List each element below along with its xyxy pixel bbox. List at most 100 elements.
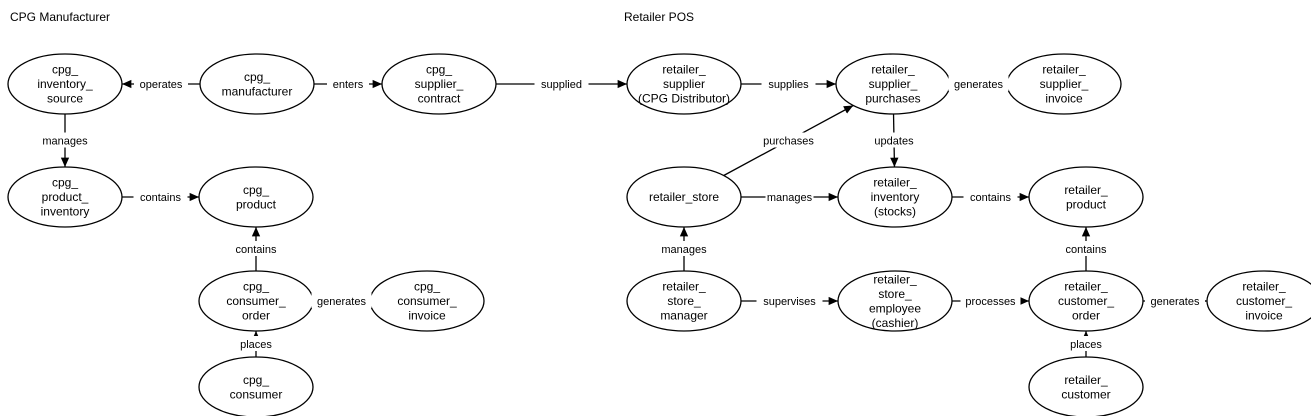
edge-label-text: processes xyxy=(965,296,1016,308)
node-label-line: store_ xyxy=(667,294,701,308)
edge-label-text: generates xyxy=(317,296,366,308)
edge-label-generates-consumer-invoice: generates xyxy=(311,293,372,308)
node-ellipse xyxy=(837,166,953,228)
node-label-line: retailer_store xyxy=(649,190,719,204)
node-ellipse xyxy=(198,166,314,228)
node-retailer-product[interactable]: retailer_product xyxy=(1028,166,1144,228)
edge-label-background xyxy=(765,189,814,204)
node-label-line: product xyxy=(1066,197,1107,211)
edge-label-purchases: purchases xyxy=(758,132,819,148)
edge-label-updates: updates xyxy=(870,132,918,148)
node-ellipse xyxy=(837,270,953,332)
node-ellipse xyxy=(7,166,123,228)
node-label-line: product_ xyxy=(42,190,89,204)
node-label-line: inventory xyxy=(41,205,90,219)
edge-label-generates-supplier-invoice: generates xyxy=(948,76,1009,91)
node-retailer-store[interactable]: retailer_store xyxy=(626,166,742,228)
edge-label-contains-customer-product: contains xyxy=(1059,241,1113,256)
node-label-line: product xyxy=(236,197,277,211)
edge-label-text: updates xyxy=(874,136,914,148)
edge-label-text: contains xyxy=(1066,244,1107,256)
node-label-line: invoice xyxy=(1245,309,1283,323)
node-label-line: invoice xyxy=(1045,92,1083,106)
edge-label-background xyxy=(311,293,372,308)
node-retailer-customer-invoice[interactable]: retailer_customer_invoice xyxy=(1206,270,1311,332)
edge-label-background xyxy=(1059,241,1113,256)
node-retailer-store-employee[interactable]: retailer_store_employee(cashier) xyxy=(837,270,953,332)
node-label-line: retailer_ xyxy=(1042,63,1086,77)
edge-label-generates-customer-invoice: generates xyxy=(1145,293,1205,308)
node-label-line: (CPG Distributor) xyxy=(638,92,730,106)
edge-label-text: generates xyxy=(1151,296,1200,308)
node-label-line: cpg_ xyxy=(244,70,270,84)
node-label-line: purchases xyxy=(865,92,920,106)
node-cpg-consumer-order[interactable]: cpg_consumer_order xyxy=(198,270,314,332)
node-cpg-supplier-contract[interactable]: cpg_supplier_contract xyxy=(381,53,497,115)
node-label-line: manager xyxy=(660,309,707,323)
node-cpg-consumer-invoice[interactable]: cpg_consumer_invoice xyxy=(369,270,485,332)
node-label-line: cpg_ xyxy=(426,63,452,77)
edge-label-background xyxy=(870,132,918,148)
node-label-line: cpg_ xyxy=(243,183,269,197)
node-ellipse xyxy=(1206,270,1311,332)
node-label-line: retailer_ xyxy=(873,272,917,286)
edge-label-background xyxy=(534,76,589,91)
section-title-retail: Retailer POS xyxy=(624,10,694,24)
edge-label-text: manages xyxy=(42,136,88,148)
node-label-line: retailer_ xyxy=(871,63,915,77)
node-label-line: customer_ xyxy=(1236,294,1292,308)
edge-label-text: generates xyxy=(954,79,1003,91)
edge-label-supplied: supplied xyxy=(534,76,589,91)
node-label-line: retailer_ xyxy=(1064,280,1108,294)
node-retailer-store-manager[interactable]: retailer_store_manager xyxy=(626,270,742,332)
node-retailer-customer[interactable]: retailer_customer xyxy=(1028,356,1144,416)
edge-label-contains-retailer-product: contains xyxy=(963,189,1018,204)
edge-label-places-cpg: places xyxy=(235,336,277,351)
edge-label-background xyxy=(756,293,823,308)
node-ellipse xyxy=(1028,356,1144,416)
edge-label-background xyxy=(235,336,277,351)
node-ellipse xyxy=(626,166,742,228)
edge-label-contains-cpg-product: contains xyxy=(133,189,188,204)
node-label-line: customer_ xyxy=(1058,294,1114,308)
node-retailer-supplier[interactable]: retailer_supplier(CPG Distributor) xyxy=(626,53,742,115)
edge-label-background xyxy=(948,76,1009,91)
node-label-line: consumer_ xyxy=(226,294,286,308)
edge-label-text: contains xyxy=(236,244,277,256)
node-retailer-supplier-invoice[interactable]: retailer_supplier_invoice xyxy=(1006,53,1122,115)
edge-label-text: contains xyxy=(140,192,181,204)
edge-label-text: manages xyxy=(767,192,813,204)
edge-label-contains-order-product: contains xyxy=(229,241,283,256)
node-label-line: employee xyxy=(869,301,921,315)
edge-label-background xyxy=(327,76,369,91)
node-retailer-supplier-purchases[interactable]: retailer_supplier_purchases xyxy=(835,53,951,115)
edge-label-background xyxy=(660,241,708,256)
edge-label-enters: enters xyxy=(327,76,369,91)
node-label-line: cpg_ xyxy=(414,280,440,294)
node-ellipse xyxy=(199,53,315,115)
node-retailer-inventory[interactable]: retailer_inventory(stocks) xyxy=(837,166,953,228)
node-cpg-inventory-source[interactable]: cpg_inventory_source xyxy=(7,53,123,115)
node-cpg-manufacturer[interactable]: cpg_manufacturer xyxy=(199,53,315,115)
edge-label-text: supervises xyxy=(763,296,816,308)
edge-label-background xyxy=(758,132,819,148)
node-cpg-product[interactable]: cpg_product xyxy=(198,166,314,228)
node-label-line: consumer xyxy=(230,387,283,401)
node-label-line: order xyxy=(1072,309,1100,323)
node-label-line: retailer_ xyxy=(1242,280,1286,294)
node-label-line: (stocks) xyxy=(874,205,916,219)
edge-label-background xyxy=(1145,293,1205,308)
edge-label-operates: operates xyxy=(134,76,188,91)
edge-label-text: contains xyxy=(970,192,1011,204)
edge-label-background xyxy=(1065,336,1107,351)
edge-label-manages-store: manages xyxy=(660,241,708,256)
node-label-line: retailer_ xyxy=(1064,183,1108,197)
node-label-line: customer xyxy=(1061,387,1110,401)
node-cpg-product-inventory[interactable]: cpg_product_inventory xyxy=(7,166,123,228)
node-label-line: store_ xyxy=(878,287,912,301)
node-label-line: inventory xyxy=(871,190,920,204)
node-cpg-consumer[interactable]: cpg_consumer xyxy=(198,356,314,416)
node-ellipse xyxy=(626,270,742,332)
node-label-line: retailer_ xyxy=(662,280,706,294)
node-retailer-customer-order[interactable]: retailer_customer_order xyxy=(1028,270,1144,332)
